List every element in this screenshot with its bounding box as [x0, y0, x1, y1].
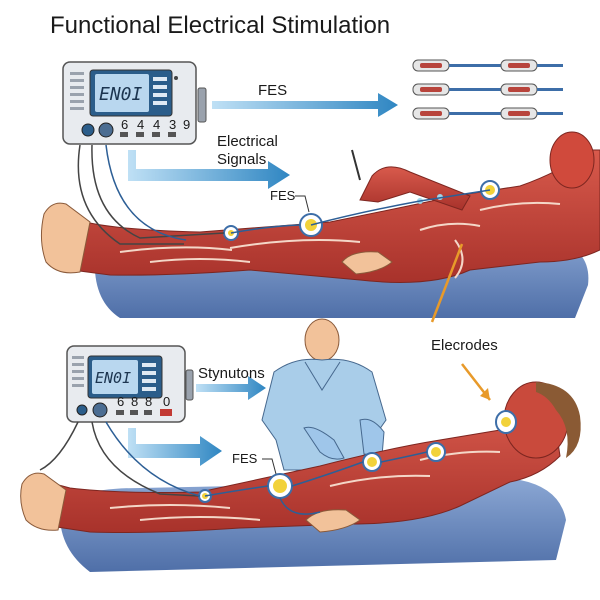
bottom-device-button-label: 6	[117, 394, 124, 409]
bottom-electrode-pads	[198, 442, 446, 503]
electrode-strip	[412, 59, 563, 72]
bottom-panel: EN0I 6 8 8 0 Stynutons	[20, 318, 581, 572]
bottom-device-display-text: EN0I	[95, 369, 131, 387]
top-device-button-label: 4	[137, 117, 144, 132]
clinician	[261, 318, 387, 471]
top-device-button-label: 6	[121, 117, 128, 132]
bottom-device-button-label: 8	[145, 394, 152, 409]
top-fes-arrow	[212, 93, 398, 117]
top-fes-arrow-label: FES	[258, 82, 287, 99]
stynutons-arrow	[196, 376, 266, 400]
top-device-button-label: 9	[183, 117, 190, 132]
bottom-device-screen	[92, 360, 138, 394]
bottom-electrode-wires	[39, 421, 428, 515]
top-device-button-label: 3	[169, 117, 176, 132]
callout-pointer-up	[430, 243, 464, 323]
page-title: Functional Electrical Stimulation	[50, 12, 390, 39]
electrode-strip	[412, 107, 563, 120]
top-patient-head	[549, 131, 595, 189]
bottom-device-knob-left[interactable]	[76, 404, 88, 416]
top-device-display-text: EN0I	[99, 84, 143, 105]
top-stimulator-device: EN0I 6 4 4 3 9	[62, 61, 207, 145]
top-patient-feet	[40, 202, 91, 274]
bottom-fes-arrow	[128, 428, 222, 466]
bottom-device-button-label: 0	[163, 394, 170, 409]
bottom-device-button-label: 8	[131, 394, 138, 409]
top-fes-electrode-label: FES	[270, 188, 296, 203]
electrical-signals-label-line1: Electrical	[217, 133, 278, 150]
bottom-stimulator-device: EN0I 6 8 8 0	[66, 345, 194, 423]
electrode-strip	[412, 83, 563, 96]
top-patient-hand	[341, 251, 393, 275]
electrodes-label: Elecrodes	[431, 337, 498, 354]
top-patient	[40, 131, 600, 283]
clinician-head	[304, 318, 340, 362]
top-device-knob-left[interactable]	[81, 123, 95, 137]
top-electrode-wires	[77, 144, 491, 245]
clinician-glove-left	[303, 426, 345, 460]
top-device-button-label: 4	[153, 117, 160, 132]
electrical-signals-arrow	[128, 150, 290, 189]
bottom-patient	[20, 381, 581, 533]
stynutons-label: Stynutons	[198, 365, 265, 382]
bottom-device-buttons: 6 8 8 0	[116, 394, 172, 416]
bottom-device-red-button[interactable]	[160, 409, 172, 416]
top-device-knob-right[interactable]	[98, 122, 114, 138]
electrodes-callout: Elecrodes	[430, 243, 498, 401]
bottom-fes-electrode-label: FES	[232, 451, 258, 466]
electrode-strips	[412, 59, 563, 120]
top-patient-arm	[359, 166, 471, 211]
electrical-signals-label-line2: Signals	[217, 151, 266, 168]
top-panel: EN0I 6 4 4 3 9 FES	[40, 59, 600, 318]
bottom-patient-hair	[536, 382, 581, 458]
top-electrode-pads	[223, 180, 500, 241]
top-device-screen	[95, 74, 149, 112]
top-device-buttons: 6 4 4 3 9	[120, 117, 190, 137]
bottom-device-knob-right[interactable]	[92, 402, 108, 418]
bottom-patient-feet	[20, 472, 67, 531]
